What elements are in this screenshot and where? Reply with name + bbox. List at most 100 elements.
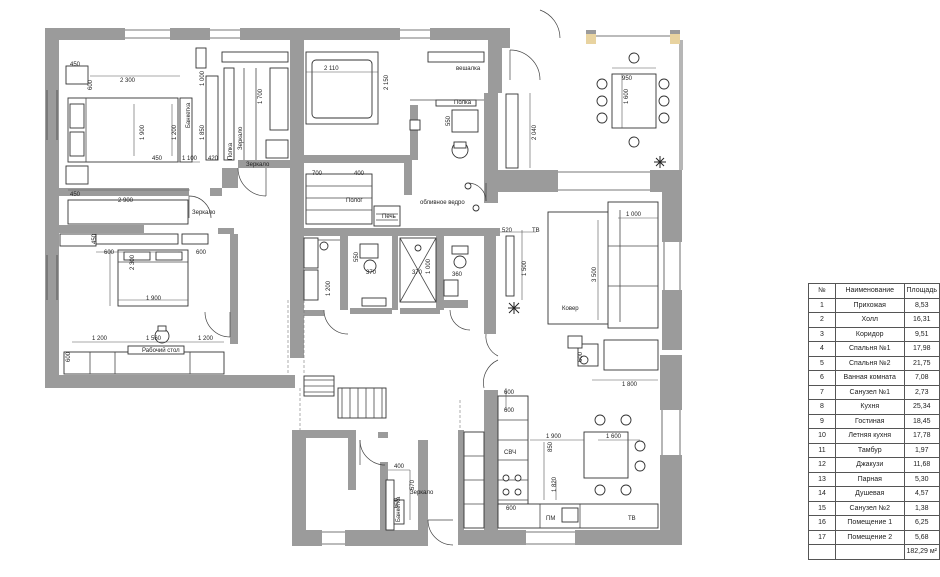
dim-text: 2 900	[118, 198, 134, 204]
openings	[287, 300, 461, 430]
label-mirror-3: Зеркало	[192, 210, 216, 216]
row-num: 16	[808, 515, 836, 531]
label-canopy: Полог	[346, 198, 363, 204]
dim-text: 700	[312, 171, 323, 177]
row-num: 1	[808, 297, 836, 313]
row-num: 12	[808, 457, 836, 473]
row-name: Гостиная	[835, 413, 905, 429]
dim-text: 600	[394, 497, 400, 508]
dim-text: 550	[354, 251, 360, 262]
row-area: 17,98	[903, 341, 940, 357]
row-name: Парная	[835, 471, 905, 487]
table-header-row: № Наименование Площадь	[808, 283, 940, 299]
dim-text: 400	[394, 464, 405, 470]
row-num: 15	[808, 500, 836, 516]
label-tv-2: ТВ	[628, 516, 636, 522]
summer-kitchen	[505, 34, 680, 169]
dim-text: 1 900	[140, 124, 146, 140]
label-mirror-1: Зеркало	[238, 126, 244, 150]
row-name: Холл	[835, 312, 905, 328]
row-num: 10	[808, 428, 836, 444]
dim-text: 1 200	[172, 124, 178, 140]
total-area: 182,29 м²	[903, 544, 940, 560]
dim-text: 1 200	[326, 280, 332, 296]
row-area: 5,68	[903, 529, 940, 545]
label-bench-2: Банкетка	[396, 496, 402, 522]
dim-text: 520	[502, 228, 513, 234]
row-area: 2,73	[903, 384, 940, 400]
dim-text: 2 300	[120, 78, 136, 84]
dim-text: 1 820	[552, 476, 558, 492]
row-num: 5	[808, 355, 836, 371]
bedroom-1	[65, 47, 219, 225]
label-bench-1: Банкетка	[186, 102, 192, 128]
row-name: Летняя кухня	[835, 428, 905, 444]
row-area: 7,08	[903, 370, 940, 386]
row-num: 17	[808, 529, 836, 545]
row-area: 1,38	[903, 500, 940, 516]
dim-text: 360	[452, 272, 463, 278]
row-name: Тамбур	[835, 442, 905, 458]
dim-text: 450	[152, 156, 163, 162]
header-name: Наименование	[835, 283, 905, 299]
row-name: Ванная комната	[835, 370, 905, 386]
dim-text: 1 100	[182, 156, 198, 162]
label-mirror-2: Зеркало	[246, 162, 270, 168]
label-stove: Печь	[382, 214, 396, 220]
row-area: 17,78	[903, 428, 940, 444]
dim-text: 3 500	[592, 266, 598, 282]
dim-text: 1 000	[426, 258, 432, 274]
label-dishwasher: ПМ	[546, 516, 555, 522]
label-tv-1: ТВ	[532, 228, 540, 234]
dim-text: 2 040	[532, 124, 538, 140]
label-shelf-2: Полка	[228, 142, 234, 160]
dim-text: 1 900	[146, 296, 162, 302]
row-area: 8,53	[903, 297, 940, 313]
row-area: 4,57	[903, 486, 940, 502]
sauna	[305, 173, 480, 227]
row-num: 2	[808, 312, 836, 328]
dim-text: 600	[504, 408, 515, 414]
row-name: Помещение 2	[835, 529, 905, 545]
row-area: 16,31	[903, 312, 940, 328]
row-num: 9	[808, 413, 836, 429]
dim-text: 1 850	[200, 124, 206, 140]
dim-text: 370	[366, 270, 377, 276]
dim-text: 1 560	[146, 336, 162, 342]
dim-text: 400	[354, 171, 365, 177]
dimension-labels: 2 300 450 600 1 900 1 200 1 850 450 1 10…	[66, 62, 642, 512]
row-area: 21,75	[903, 355, 940, 371]
row-area: 5,30	[903, 471, 940, 487]
row-num: 8	[808, 399, 836, 415]
label-bucket: обливное ведро	[420, 200, 465, 206]
walls	[45, 28, 682, 546]
row-name: Прихожая	[835, 297, 905, 313]
total-empty-name	[835, 544, 905, 560]
dim-text: 1 200	[92, 336, 108, 342]
row-num: 3	[808, 326, 836, 342]
row-area: 25,34	[903, 399, 940, 415]
label-carpet: Ковер	[562, 306, 579, 312]
dim-text: 1 000	[626, 212, 642, 218]
header-num: №	[808, 283, 836, 299]
dim-text: 1 800	[622, 382, 638, 388]
windows	[46, 29, 683, 545]
doors	[188, 9, 561, 546]
dim-text: 1 200	[198, 336, 214, 342]
lower-rooms	[303, 375, 411, 531]
row-num: 14	[808, 486, 836, 502]
row-num: 7	[808, 384, 836, 400]
row-area: 11,68	[903, 457, 940, 473]
